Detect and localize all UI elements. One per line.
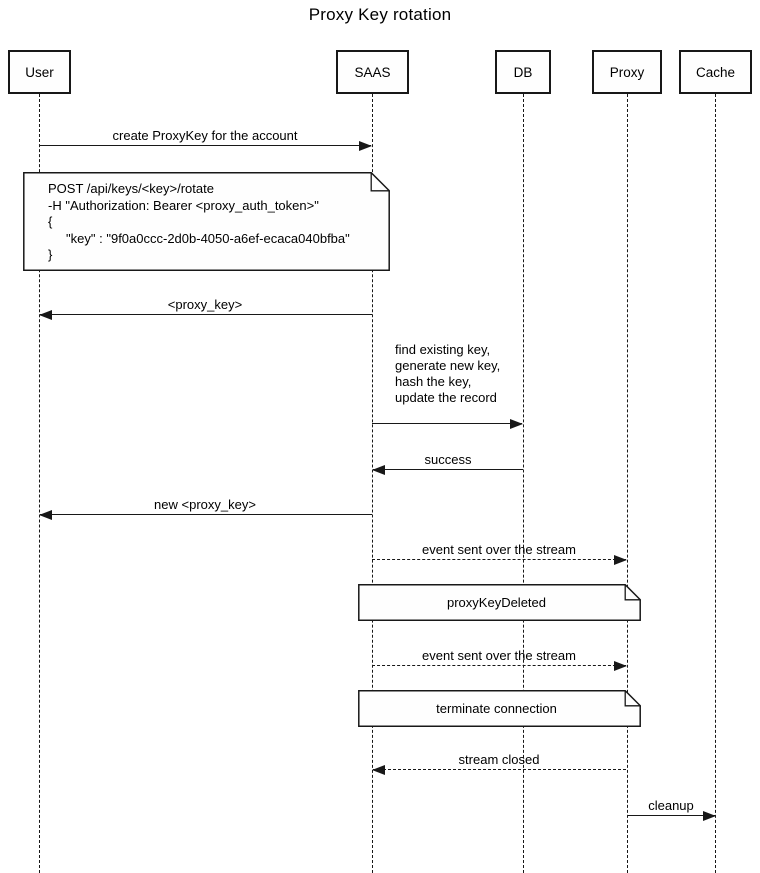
arrowhead-right-icon — [510, 419, 523, 429]
actor-proxy-label: Proxy — [609, 64, 645, 80]
actor-proxy: Proxy — [592, 50, 662, 94]
actor-saas: SAAS — [336, 50, 409, 94]
message-label: create ProxyKey for the account — [112, 128, 298, 143]
actor-user-label: User — [25, 64, 54, 80]
message-label: success — [424, 452, 472, 467]
message-line — [372, 559, 626, 560]
note-proxykey-deleted: proxyKeyDeleted — [358, 584, 641, 621]
message-line — [39, 145, 371, 146]
note-request-payload: POST /api/keys/<key>/rotate -H "Authoriz… — [23, 172, 390, 271]
message-line — [40, 514, 372, 515]
diagram-title: Proxy Key rotation — [308, 5, 452, 24]
note-shape-icon — [23, 172, 390, 271]
arrowhead-left-icon — [39, 510, 52, 520]
actor-db: DB — [495, 50, 551, 94]
lifeline-user — [39, 94, 40, 873]
message-line — [372, 423, 522, 424]
message-label: find existing key, generate new key, has… — [395, 342, 501, 405]
lifeline-db — [522, 94, 524, 873]
message-label: stream closed — [458, 752, 540, 767]
lifeline-saas — [372, 94, 373, 873]
arrowhead-right-icon — [614, 661, 627, 671]
message-label: <proxy_key> — [167, 297, 243, 312]
message-line — [372, 665, 626, 666]
message-label: cleanup — [648, 798, 694, 813]
actor-db-label: DB — [513, 64, 533, 80]
actor-cache: Cache — [679, 50, 752, 94]
arrowhead-left-icon — [39, 310, 52, 320]
arrowhead-right-icon — [614, 555, 627, 565]
actor-cache-label: Cache — [695, 64, 736, 80]
actor-user: User — [8, 50, 71, 94]
actor-saas-label: SAAS — [354, 64, 391, 80]
arrowhead-left-icon — [372, 765, 385, 775]
message-line — [373, 469, 523, 470]
message-label: event sent over the stream — [422, 648, 576, 663]
lifeline-proxy — [626, 94, 628, 873]
arrowhead-left-icon — [372, 465, 385, 475]
message-line — [40, 314, 372, 315]
note-text: terminate connection — [436, 701, 557, 716]
message-label: new <proxy_key> — [154, 497, 256, 512]
note-text: POST /api/keys/<key>/rotate -H "Authoriz… — [48, 181, 350, 263]
message-line — [373, 769, 626, 770]
note-shape-icon — [358, 690, 641, 727]
note-shape-icon — [358, 584, 641, 621]
note-text: proxyKeyDeleted — [447, 595, 546, 610]
arrowhead-right-icon — [359, 141, 372, 151]
message-label: event sent over the stream — [422, 542, 576, 557]
note-terminate-connection: terminate connection — [358, 690, 641, 727]
message-line — [627, 815, 715, 816]
lifeline-cache — [715, 94, 716, 873]
